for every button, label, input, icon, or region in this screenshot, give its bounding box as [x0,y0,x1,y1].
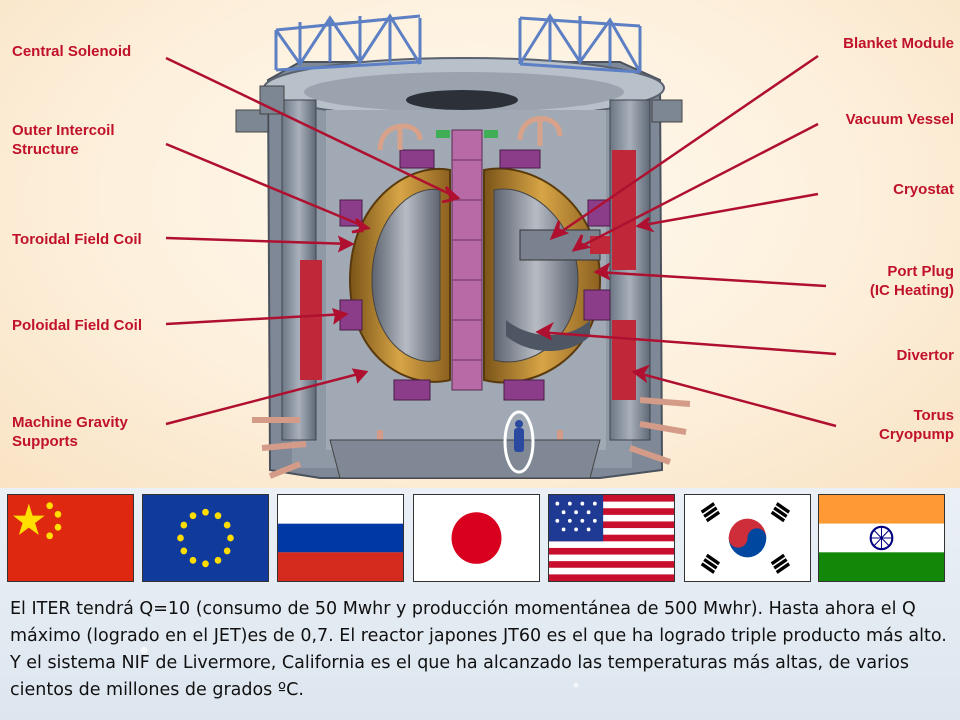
top-green-parts [436,130,498,138]
label-toroidal-field-coil: Toroidal Field Coil [12,231,142,248]
label-torus-cryopump-line2: Cryopump [879,426,954,443]
label-divertor: Divertor [896,347,954,364]
label-outer-intercoil-structure: Outer Intercoil Structure [12,121,115,159]
label-outer-intercoil-line2: Structure [12,141,79,158]
callout-arrows [165,54,837,428]
usa-flag [548,494,675,582]
label-outer-intercoil-line1: Outer Intercoil [12,122,115,139]
iter-reactor-diagram [165,13,837,479]
india-flag [818,494,945,582]
label-machine-gravity-supports: Machine Gravity Supports [12,413,128,451]
caption-text: El ITER tendrá Q=10 (consumo de 50 Mwhr … [10,599,947,700]
china-flag [7,494,134,582]
japan-flag [413,494,540,582]
machine-base [329,439,601,479]
label-central-solenoid: Central Solenoid [12,43,132,60]
person-scale-figure [503,410,535,474]
label-poloidal-field-coil: Poloidal Field Coil [12,317,143,334]
russia-flag [277,494,404,582]
label-vacuum-vessel: Vacuum Vessel [845,111,954,128]
label-machine-gravity-line2: Supports [12,433,78,450]
top-truss [274,13,642,74]
outer-walls [235,85,683,441]
label-torus-cryopump-line1: Torus [913,407,954,424]
korea-flag [684,494,811,582]
eu-flag [142,494,269,582]
label-port-plug-line1: Port Plug [887,263,954,280]
label-machine-gravity-line1: Machine Gravity [12,414,128,431]
central-solenoid [451,129,483,391]
label-port-plug-line2: (IC Heating) [869,282,954,299]
label-blanket-module: Blanket Module [843,35,954,52]
label-torus-cryopump: Torus Cryopump [879,406,954,444]
label-cryostat: Cryostat [893,181,954,198]
label-port-plug: Port Plug (IC Heating) [870,262,954,300]
top-pipes [377,116,563,151]
